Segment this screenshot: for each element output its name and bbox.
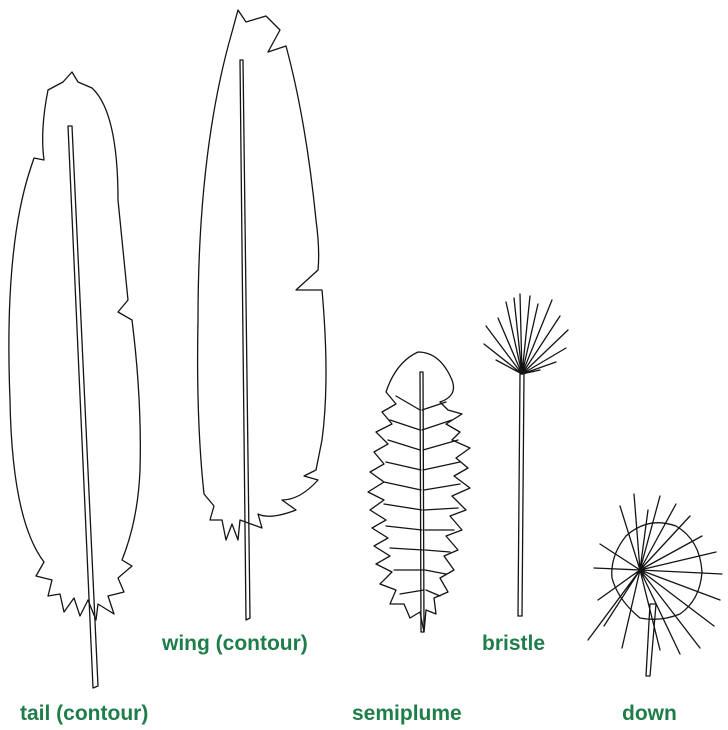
bristle-shaft (518, 374, 524, 616)
semiplume-feather (368, 352, 470, 632)
wing-contour-feather (198, 10, 326, 620)
down-label: down (622, 702, 677, 726)
tail-contour-label: tail (contour) (20, 702, 148, 726)
bristle-label: bristle (482, 632, 545, 656)
wing-feather-vane (198, 10, 326, 540)
semiplume-outline (368, 352, 470, 632)
semiplume-label: semiplume (352, 702, 462, 726)
tail-contour-feather (9, 72, 140, 688)
bristle-tuft (484, 294, 568, 374)
tail-feather-vane (9, 72, 140, 620)
semiplume-shaft (420, 372, 424, 632)
tail-feather-shaft (68, 126, 98, 688)
wing-feather-shaft (240, 60, 250, 620)
down-feather (588, 494, 722, 676)
bristle-feather (484, 294, 568, 616)
wing-contour-label: wing (contour) (162, 632, 308, 656)
